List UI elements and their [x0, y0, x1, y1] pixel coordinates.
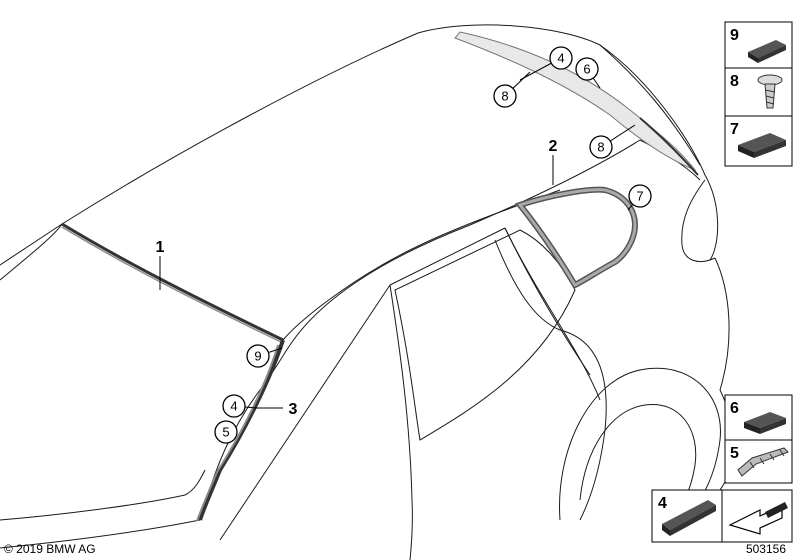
rear-window-seal [514, 186, 639, 289]
svg-text:6: 6 [730, 400, 739, 417]
panel-4: 4 [658, 495, 716, 536]
svg-text:4: 4 [557, 51, 564, 66]
panel-6: 6 [730, 400, 786, 434]
panel-5: 5 [730, 445, 789, 477]
foam-strip-icon [662, 500, 716, 536]
svg-text:6: 6 [583, 62, 590, 77]
callout-4-left: 4 [222, 394, 246, 418]
panel-7: 7 [730, 121, 786, 158]
svg-text:8: 8 [730, 73, 739, 90]
copyright-text: © 2019 BMW AG [4, 542, 96, 556]
svg-text:8: 8 [501, 89, 508, 104]
callout-6-top: 6 [575, 57, 599, 81]
foam-pad-icon [748, 40, 786, 63]
clip-icon [737, 447, 789, 477]
svg-text:9: 9 [254, 349, 261, 364]
go-to-arrow-icon[interactable] [728, 502, 788, 535]
svg-text:5: 5 [730, 445, 739, 462]
callout-4-top: 4 [549, 46, 573, 70]
callout-5-left: 5 [214, 420, 238, 444]
callout-8-top: 8 [493, 84, 517, 108]
main-label-3: 3 [289, 401, 298, 418]
panel-9: 9 [730, 27, 786, 63]
svg-text:4: 4 [658, 495, 667, 512]
panel-8: 8 [730, 73, 783, 109]
main-label-2: 2 [549, 138, 558, 155]
callout-8-right: 8 [589, 135, 613, 159]
screw-icon [757, 74, 783, 109]
main-label-1: 1 [156, 239, 165, 256]
foam-pad-icon [738, 133, 786, 158]
tailgate-spoiler [454, 31, 699, 176]
diagram-number: 503156 [745, 542, 786, 556]
windshield-seal [61, 222, 285, 522]
top-right-panel-column: 9 8 7 [724, 21, 793, 167]
svg-text:9: 9 [730, 27, 739, 44]
main-labels: 1 2 3 [156, 138, 558, 418]
bottom-right-panel-column: 6 5 4 [651, 394, 793, 543]
svg-text:7: 7 [730, 121, 739, 138]
foam-pad-icon [744, 412, 786, 434]
callout-7: 7 [628, 184, 652, 208]
svg-text:4: 4 [230, 399, 237, 414]
callout-9: 9 [246, 344, 270, 368]
svg-text:7: 7 [636, 189, 643, 204]
callouts: 4 6 8 8 7 9 4 5 [214, 46, 652, 444]
svg-text:5: 5 [222, 425, 229, 440]
svg-text:8: 8 [597, 140, 604, 155]
